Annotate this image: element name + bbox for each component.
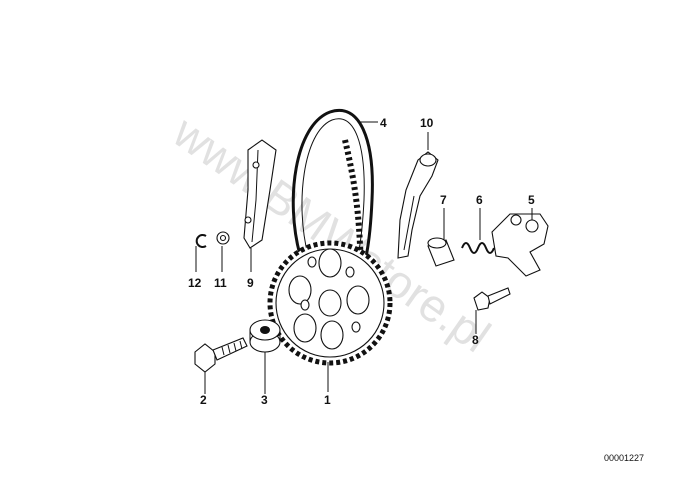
- callout-10: 10: [420, 116, 434, 130]
- sprocket: [267, 240, 393, 366]
- leader-lines: [195, 121, 533, 394]
- guide-rail: [243, 139, 277, 249]
- callout-12: 12: [188, 276, 202, 290]
- bolt: [194, 337, 248, 373]
- timing-chain: [291, 108, 374, 297]
- tensioner-rail: [397, 151, 439, 259]
- spring: [461, 242, 495, 254]
- callout-8: 8: [472, 333, 479, 347]
- callout-9: 9: [247, 276, 254, 290]
- tensioner-bolt: [473, 287, 511, 311]
- callout-11: 11: [214, 276, 227, 290]
- callout-5: 5: [528, 193, 535, 207]
- callout-1: 1: [324, 393, 331, 407]
- washer: [216, 231, 230, 245]
- callout-3: 3: [261, 393, 268, 407]
- callout-4: 4: [380, 116, 387, 130]
- callout-7: 7: [440, 193, 447, 207]
- callout-6: 6: [476, 193, 483, 207]
- circlip: [195, 234, 207, 248]
- callout-labels: 1 2 3 4 5 6 7 8 9 10 11 12: [188, 116, 535, 407]
- piston: [427, 237, 455, 267]
- diagram-code: 00001227: [604, 453, 644, 463]
- callout-2: 2: [200, 393, 207, 407]
- tensioner-housing: [491, 213, 549, 277]
- spacer: [249, 319, 281, 353]
